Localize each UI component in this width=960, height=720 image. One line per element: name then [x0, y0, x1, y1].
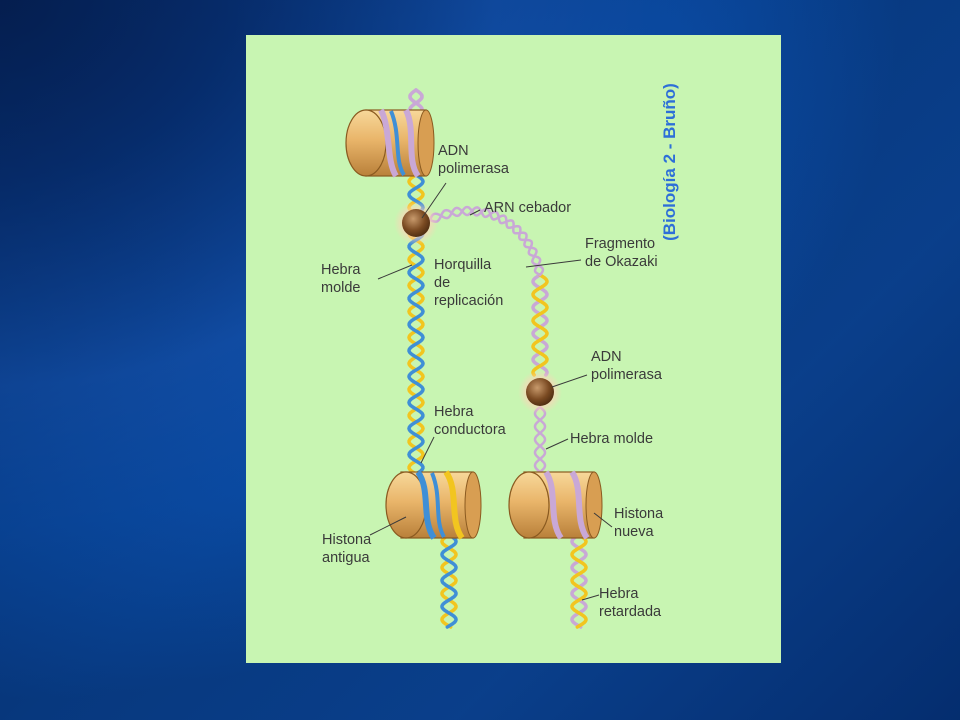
label-hebra-molde-right: Hebra molde: [570, 430, 653, 448]
label-line: Hebra: [599, 585, 661, 603]
label-line: antigua: [322, 549, 371, 567]
histone-old: [386, 472, 481, 538]
dna-replication-diagram: [246, 35, 781, 663]
label-line: polimerasa: [438, 160, 509, 178]
histone-top: [346, 110, 434, 176]
label-hebra-conductora: Hebra conductora: [434, 403, 506, 439]
histone-new: [509, 472, 602, 538]
label-line: polimerasa: [591, 366, 662, 384]
label-hebra-retardada: Hebra retardada: [599, 585, 661, 621]
label-line: Horquilla: [434, 256, 503, 274]
label-line: de Okazaki: [585, 253, 658, 271]
label-line: ADN: [438, 142, 509, 160]
label-fragmento-okazaki: Fragmento de Okazaki: [585, 235, 658, 271]
label-line: Histona: [614, 505, 663, 523]
image-credit: (Biología 2 - Bruño): [658, 57, 682, 267]
label-line: retardada: [599, 603, 661, 621]
label-line: Hebra: [321, 261, 361, 279]
label-line: nueva: [614, 523, 663, 541]
label-line: replicación: [434, 292, 503, 310]
label-adn-polimerasa-bottom: ADN polimerasa: [591, 348, 662, 384]
label-arn-cebador: ARN cebador: [484, 199, 571, 217]
helix-strand: [572, 535, 586, 627]
label-line: Hebra: [434, 403, 506, 421]
label-line: Fragmento: [585, 235, 658, 253]
label-hebra-molde-left: Hebra molde: [321, 261, 361, 297]
dna-polymerase-bottom: [518, 370, 562, 414]
dna-polymerase-top: [394, 201, 438, 245]
label-horquilla: Horquilla de replicación: [434, 256, 503, 310]
label-line: de: [434, 274, 503, 292]
label-histona-nueva: Histona nueva: [614, 505, 663, 541]
label-line: molde: [321, 279, 361, 297]
label-line: conductora: [434, 421, 506, 439]
figure-panel: ADN polimerasa ARN cebador Fragmento de …: [246, 35, 781, 663]
helix-strand: [442, 535, 456, 627]
label-histona-antigua: Histona antigua: [322, 531, 371, 567]
label-line: Histona: [322, 531, 371, 549]
label-adn-polimerasa-top: ADN polimerasa: [438, 142, 509, 178]
label-line: ADN: [591, 348, 662, 366]
lagging-strand-helix: [533, 275, 586, 627]
